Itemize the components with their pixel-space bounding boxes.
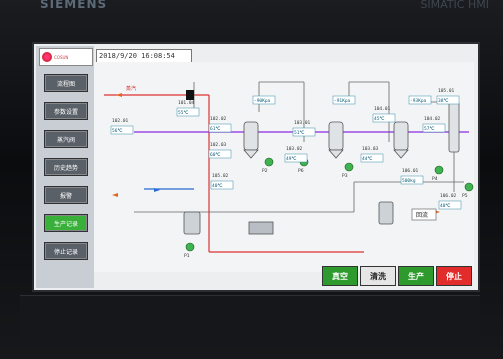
control-button[interactable]: 真空 <box>322 266 358 286</box>
condenser-column <box>448 101 460 153</box>
sidebar-button[interactable]: 历史趋势 <box>44 158 88 176</box>
tag-value-box <box>332 95 356 105</box>
pump-label: P2 <box>262 168 268 174</box>
flow-arrow-icon <box>112 193 118 197</box>
company-logo: COSUN <box>39 48 93 66</box>
tag-value-box <box>422 123 446 133</box>
feed-tank <box>183 211 201 235</box>
pump-label: P4 <box>432 176 438 182</box>
tag-value-box <box>360 153 384 163</box>
tag-id: 105.01 <box>438 88 455 94</box>
pump-p1-icon[interactable] <box>185 242 195 252</box>
evaporator-3 <box>393 121 409 159</box>
control-button[interactable]: 生产 <box>398 266 434 286</box>
logo-icon <box>42 52 52 62</box>
tag-id: 102.03 <box>210 142 227 148</box>
tag-id: 104.02 <box>424 116 441 122</box>
model-label: SIMATIC HMI <box>420 0 489 11</box>
tag-value-box <box>176 107 200 117</box>
tag-value-box <box>372 113 396 123</box>
pump-label: P3 <box>342 173 348 179</box>
hmi-screen: COSUN 流程图参数设置蒸汽阀历史趋势报警生产记录停止记录 2018/9/20… <box>32 42 480 292</box>
tag-value: -90Kpa <box>254 98 271 104</box>
pump-p5-icon[interactable] <box>464 182 474 192</box>
tag-value: 51℃ <box>294 130 305 136</box>
reflux-box[interactable] <box>411 208 437 221</box>
sidebar-button[interactable]: 停止记录 <box>44 242 88 260</box>
tag-value-box <box>438 200 462 210</box>
tag-layer: 102.01 56℃ 101.04 55℃ 102.02 61℃ 102.03 60℃ 103.… <box>110 88 468 259</box>
evaporator-2 <box>328 121 344 159</box>
brand-label: SIEMENS <box>40 0 108 11</box>
product-tank <box>378 201 394 225</box>
tag-value-box <box>292 127 316 137</box>
tag-value-box <box>400 175 424 185</box>
tag-value: 56℃ <box>112 128 123 134</box>
tag-value: 40℃ <box>440 203 451 209</box>
pump-label: P1 <box>184 253 190 259</box>
pump-label: P6 <box>298 168 304 174</box>
tag-value: 40℃ <box>212 183 223 189</box>
pump-p4-icon[interactable] <box>434 165 444 175</box>
tag-value: 61℃ <box>210 126 221 132</box>
tag-value: 60℃ <box>210 152 221 158</box>
flow-arrow-icon <box>116 93 122 97</box>
tag-id: 105.02 <box>212 173 229 179</box>
pump-p2-icon[interactable] <box>264 157 274 167</box>
tag-value-box <box>408 95 432 105</box>
tag-value: 55℃ <box>178 110 189 116</box>
tag-value-box <box>110 125 134 135</box>
tag-id: 102.01 <box>112 118 129 124</box>
process-diagram: 102.01 56℃ 101.04 55℃ 102.02 61℃ 102.03 60℃ 103.… <box>94 62 474 272</box>
pump-p3-icon[interactable] <box>344 162 354 172</box>
sidebar-button[interactable]: 参数设置 <box>44 102 88 120</box>
tag-id: 101.04 <box>178 100 195 106</box>
tag-value-box <box>210 180 234 190</box>
steam-inlet-label: 蒸汽 <box>126 85 136 92</box>
tag-id: 103.02 <box>286 146 303 152</box>
control-button[interactable]: 停止 <box>436 266 472 286</box>
tag-id: 102.02 <box>210 116 227 122</box>
tag-value: 57℃ <box>424 126 435 132</box>
datetime-display: 2018/9/20 16:08:54 <box>96 49 192 63</box>
tag-value: -91Kpa <box>334 98 351 104</box>
sidebar-button[interactable]: 生产记录 <box>44 214 88 232</box>
tag-id: 104.01 <box>374 106 391 112</box>
sidebar-button[interactable]: 流程图 <box>44 74 88 92</box>
control-button[interactable]: 清洗 <box>360 266 396 286</box>
tag-value: 45℃ <box>374 116 385 122</box>
sidebar: COSUN 流程图参数设置蒸汽阀历史趋势报警生产记录停止记录 <box>36 46 94 288</box>
bezel-bottom <box>20 295 480 346</box>
heat-exchanger <box>248 221 274 235</box>
check-valve-icon <box>154 188 160 192</box>
evaporator-1 <box>243 121 259 159</box>
sidebar-button[interactable]: 蒸汽阀 <box>44 130 88 148</box>
tag-value: 49℃ <box>286 156 297 162</box>
tag-id: 103.01 <box>294 120 311 126</box>
tag-value: 38℃ <box>438 98 449 104</box>
tag-value-box <box>208 123 232 133</box>
pump-label: P5 <box>462 193 468 199</box>
tag-value-box <box>284 153 308 163</box>
tag-id: 103.03 <box>362 146 379 152</box>
tag-id: 106.02 <box>440 193 457 199</box>
tag-id: 106.01 <box>402 168 419 174</box>
tag-value-box <box>436 95 460 105</box>
tag-value: -93Kpa <box>410 98 427 104</box>
tag-value-box <box>208 149 232 159</box>
logo-text: COSUN <box>54 54 69 60</box>
sidebar-button[interactable]: 报警 <box>44 186 88 204</box>
reflux-label: 回流 <box>416 211 428 219</box>
tag-value: 44℃ <box>362 156 373 162</box>
tag-value-box <box>252 95 276 105</box>
steam-valve-icon[interactable] <box>186 90 194 100</box>
tag-value: 500kg <box>402 178 416 184</box>
